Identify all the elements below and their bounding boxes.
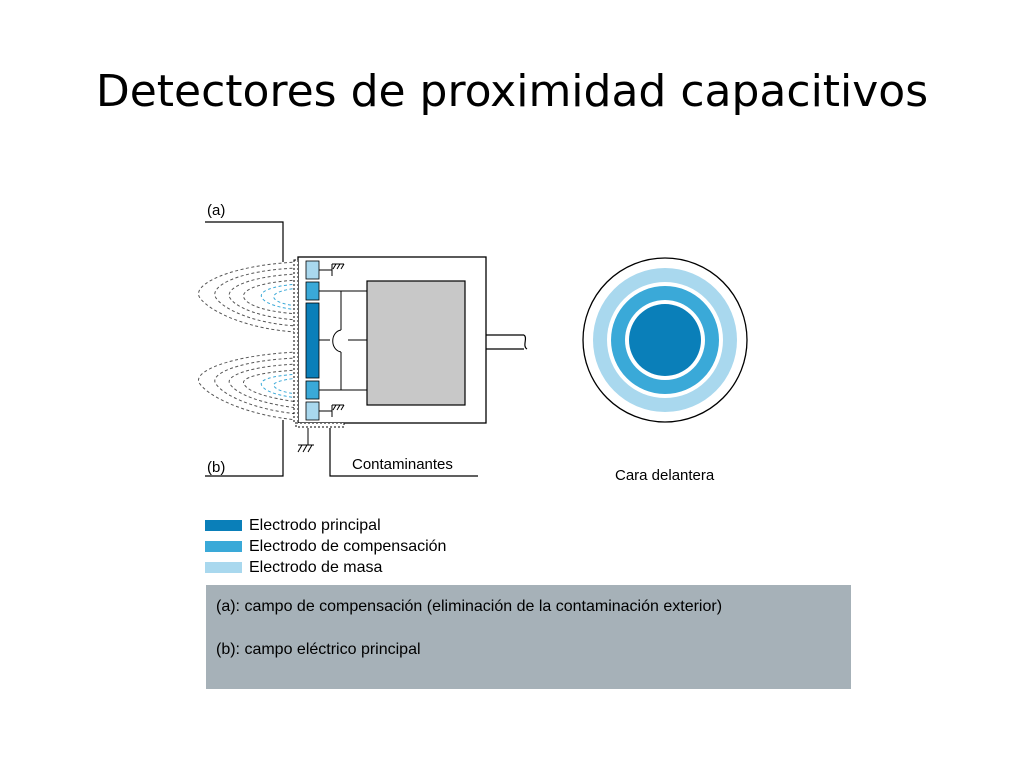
main-electrode (305, 302, 320, 379)
legend-item-main: Electrodo principal (205, 515, 446, 536)
ground-symbol-bottom (331, 404, 345, 417)
label-b: (b) (207, 459, 225, 476)
compensation-electrode-bottom (305, 380, 320, 400)
contamination-layer (293, 259, 299, 424)
note-main-field: (b): campo eléctrico principal (216, 641, 421, 658)
main-field-lines (260, 283, 299, 399)
legend-label-compensation: Electrodo de compensación (249, 537, 447, 555)
front-face-label: Cara delantera (615, 467, 715, 484)
front-face-view (582, 257, 748, 423)
ground-symbol-top (331, 263, 345, 276)
field-notes-box: (a): campo de compensación (eliminación … (206, 585, 851, 689)
legend-swatch-compensation (205, 541, 242, 552)
ground-symbol-housing (297, 428, 314, 453)
ground-electrode-bottom (305, 401, 320, 421)
electrode-legend: Electrodo principal Electrodo de compens… (205, 515, 446, 578)
contaminants-leader-line (329, 428, 478, 477)
legend-swatch-main (205, 520, 242, 531)
internal-wiring (319, 269, 367, 412)
electronics-block (366, 280, 466, 406)
note-compensation-field: (a): campo de compensación (eliminación … (216, 598, 723, 615)
legend-item-compensation: Electrodo de compensación (205, 536, 446, 557)
compensation-field-lines (198, 261, 299, 421)
legend-swatch-ground (205, 562, 242, 573)
leader-line-b (205, 420, 284, 477)
label-a: (a) (207, 202, 225, 219)
ground-electrode-top (305, 260, 320, 280)
legend-item-ground: Electrodo de masa (205, 557, 446, 578)
legend-label-ground: Electrodo de masa (249, 558, 383, 576)
contamination-bottom (295, 422, 345, 428)
contaminants-label: Contaminantes (352, 456, 453, 473)
slide-title: Detectores de proximidad capacitivos (95, 66, 929, 117)
leader-line-a (205, 221, 284, 262)
compensation-electrode-top (305, 281, 320, 301)
sensor-cable (486, 334, 528, 350)
legend-label-main: Electrodo principal (249, 516, 381, 534)
